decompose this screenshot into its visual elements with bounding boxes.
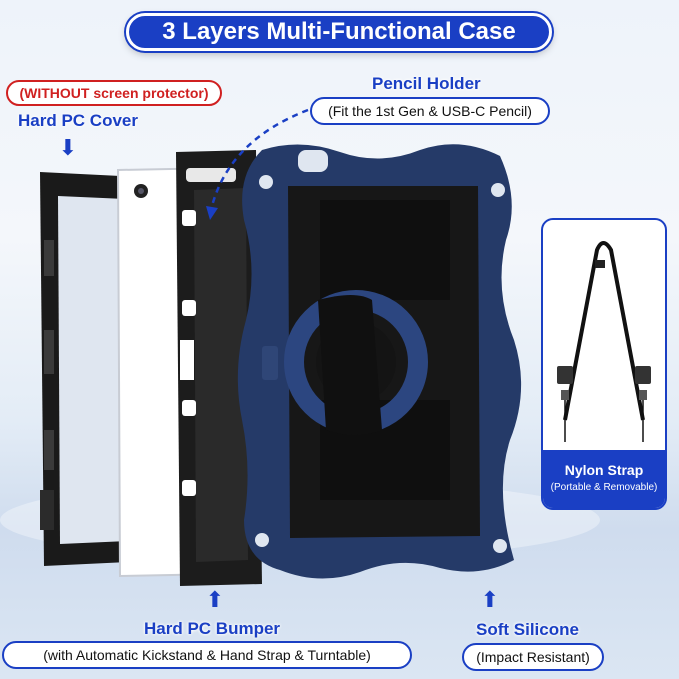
pencil-holder-label: Pencil Holder [372,74,481,93]
without-protector-badge: (WITHOUT screen protector) [6,80,222,106]
hard-pc-bumper [176,150,262,586]
bumper-detail-badge: (with Automatic Kickstand & Hand Strap &… [2,641,412,669]
pencil-fit-text: (Fit the 1st Gen & USB-C Pencil) [328,103,532,119]
impact-resistant-text: (Impact Resistant) [476,649,590,665]
pencil-fit-badge: (Fit the 1st Gen & USB-C Pencil) [310,97,550,125]
bumper-detail-text: (with Automatic Kickstand & Hand Strap &… [43,647,371,663]
soft-silicone-frame [237,144,522,579]
soft-silicone-label: Soft Silicone [476,620,579,639]
hard-pc-cover-label: Hard PC Cover [18,111,138,130]
nylon-strap-card: Nylon Strap (Portable & Removable) [541,218,667,510]
without-protector-text: (WITHOUT screen protector) [19,85,209,101]
dashed-curved-arrow-icon [210,108,309,207]
nylon-strap-label: Nylon Strap (Portable & Removable) [543,450,665,508]
arrow-up-icon: ⬆ [205,587,225,612]
impact-resistant-badge: (Impact Resistant) [462,643,604,671]
title-text: 3 Layers Multi-Functional Case [162,18,516,45]
title-banner: 3 Layers Multi-Functional Case [126,13,552,51]
arrow-down-icon: ⬇ [58,135,78,160]
strap-icon [557,241,651,442]
arrow-up-icon: ⬆ [480,587,500,612]
nylon-strap-title: Nylon Strap [564,462,644,478]
hard-pc-bumper-label: Hard PC Bumper [144,619,281,638]
nylon-strap-subtitle: (Portable & Removable) [550,482,658,493]
